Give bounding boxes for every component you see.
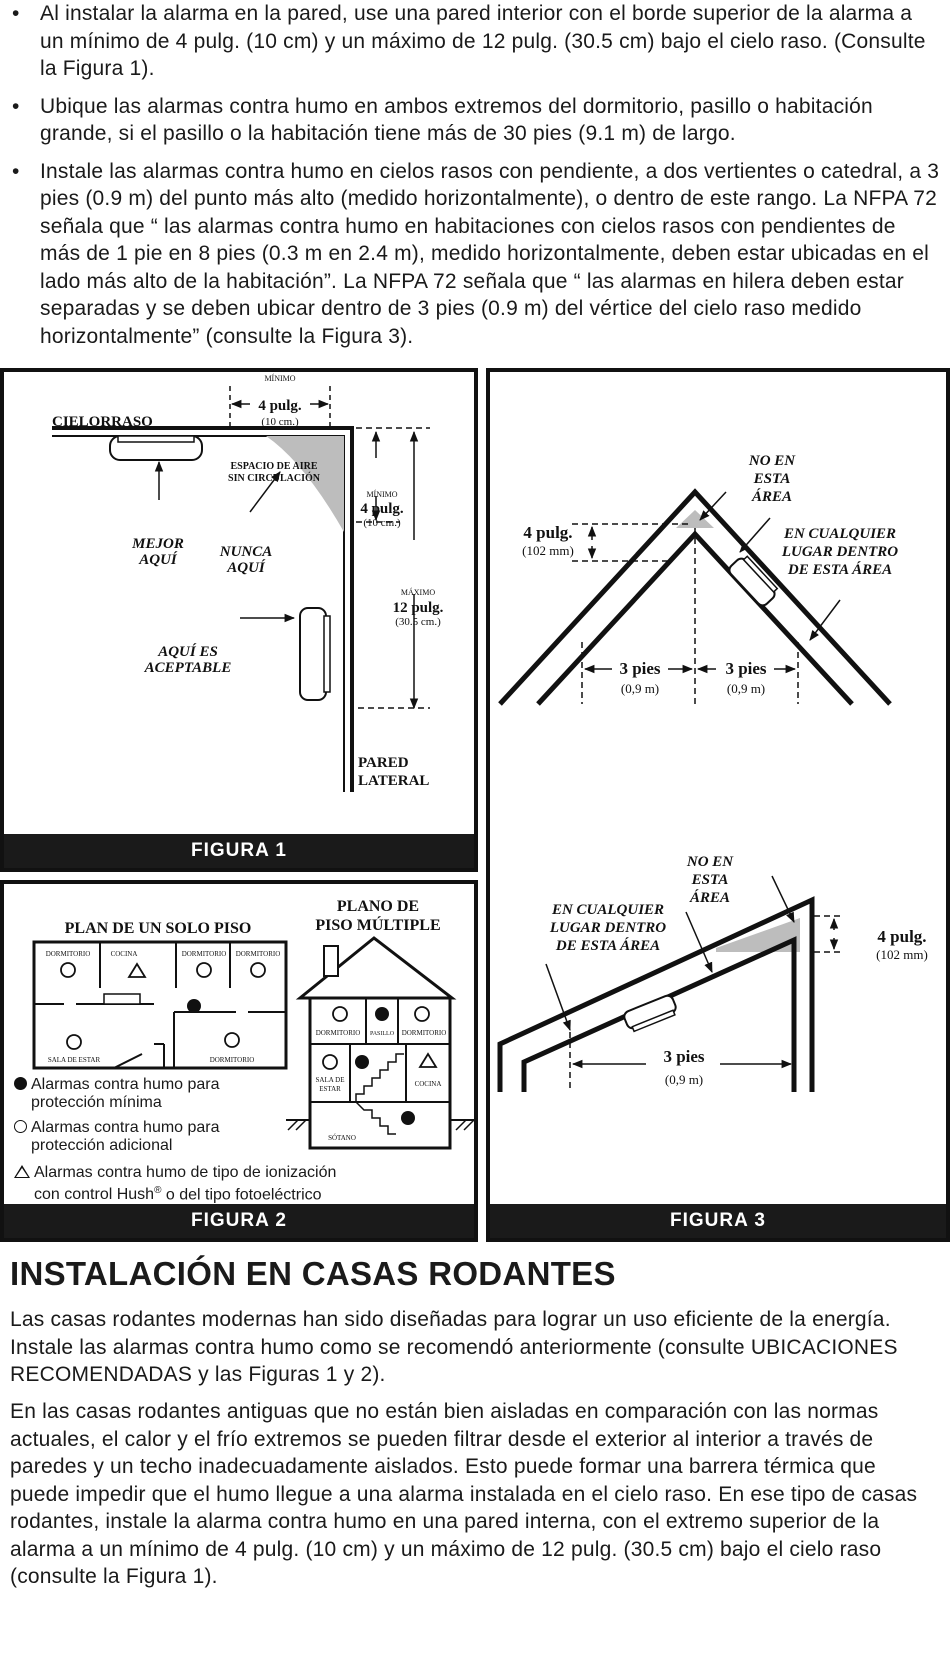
max-side-label: MÁXIMO: [401, 587, 435, 597]
bottom-measure-mm: (102 mm): [876, 947, 928, 962]
max-side-value: 12 pulg.: [393, 600, 444, 616]
paragraph-1: Las casas rodantes modernas han sido dis…: [10, 1308, 898, 1386]
figure-1-caption: FIGURA 1: [4, 834, 474, 868]
legend-text: Alarmas contra humo para: [31, 1119, 220, 1136]
bullet-list: Al instalar la alarma en la pared, use u…: [10, 0, 940, 360]
min-top-cm: (10 cm.): [261, 416, 299, 428]
top-anywhere-2: LUGAR DENTRO: [781, 544, 898, 560]
room-label: DORMITORIO: [182, 950, 227, 958]
room-label: PASILLO: [370, 1031, 395, 1037]
figure-2-caption: FIGURA 2: [4, 1204, 474, 1238]
legend-text: protección mínima: [31, 1094, 162, 1111]
room-label: SÓTANO: [328, 1134, 356, 1142]
bottom-measure: 4 pulg.: [877, 927, 926, 946]
bullet-item: Instale las alarmas contra humo en cielo…: [10, 158, 940, 351]
room-label: COCINA: [415, 1080, 442, 1088]
best-label-2: AQUÍ: [138, 551, 178, 568]
legend-text: protección adicional: [31, 1137, 173, 1154]
max-side-cm: (30.5 cm.): [395, 616, 441, 628]
figure-1: CIELORRASO MÍNIMO 4 pulg. (10 cm.) ESPAC…: [0, 368, 478, 872]
room-label: DORMITORIO: [316, 1029, 361, 1037]
bottom-anywhere-2: LUGAR DENTRO: [549, 920, 666, 936]
multi-floor-title-2: PISO MÚLTIPLE: [315, 915, 440, 934]
top-not-here-1: NO EN: [748, 453, 796, 469]
top-anywhere-3: DE ESTA ÁREA: [787, 561, 892, 578]
bullet-item: Al instalar la alarma en la pared, use u…: [10, 0, 940, 83]
side-wall-label-2: LATERAL: [358, 773, 429, 789]
bottom-not-here-1: NO EN: [686, 854, 734, 870]
figure-3: NO EN ESTA ÁREA 4 pulg. (102 mm) EN CUAL…: [486, 368, 950, 1242]
bottom-not-here-2: ESTA: [691, 872, 729, 888]
section-title: INSTALACIÓN EN CASAS RODANTES: [10, 1255, 616, 1292]
air-space-label-1: ESPACIO DE AIRE: [230, 461, 317, 472]
room-label: DORMITORIO: [402, 1029, 447, 1037]
min-top-label: MÍNIMO: [264, 373, 295, 383]
legend-text: Alarmas contra humo para: [31, 1076, 220, 1093]
room-label: DORMITORIO: [236, 950, 281, 958]
room-label: COCINA: [111, 950, 138, 958]
top-right-feet: 3 pies: [725, 659, 766, 678]
room-label: SALA DE: [316, 1076, 345, 1084]
legend-minimum: Alarmas contra humo para protección míni…: [14, 1076, 220, 1112]
legend-ionization: Alarmas contra humo de tipo de ionizació…: [14, 1164, 336, 1204]
legend-text: o del tipo fotoeléctrico: [161, 1186, 322, 1204]
figure-2-diagram: PLAN DE UN SOLO PISO PLANO DE PISO MÚLTI…: [32, 898, 474, 1150]
never-label-2: AQUÍ: [226, 559, 266, 576]
min-side-cm: (10 cm.): [363, 517, 401, 529]
room-label: ESTAR: [319, 1085, 341, 1093]
room-label: DORMITORIO: [210, 1056, 255, 1064]
figure-3-diagram: NO EN ESTA ÁREA 4 pulg. (102 mm) EN CUAL…: [497, 453, 928, 1092]
single-floor-title: PLAN DE UN SOLO PISO: [65, 920, 252, 937]
top-not-here-2: ESTA: [753, 471, 791, 487]
air-space-label-2: SIN CIRCULACIÓN: [228, 472, 321, 484]
figure-2: PLAN DE UN SOLO PISO PLANO DE PISO MÚLTI…: [0, 880, 478, 1242]
triangle-icon: [14, 1165, 30, 1178]
top-left-feet: 3 pies: [619, 659, 660, 678]
room-label: DORMITORIO: [46, 950, 91, 958]
figure-1-diagram: CIELORRASO MÍNIMO 4 pulg. (10 cm.) ESPAC…: [52, 373, 444, 792]
open-circle-icon: [14, 1120, 27, 1133]
paragraph-2: En las casas rodantes antiguas que no es…: [10, 1400, 918, 1588]
bottom-meters: (0,9 m): [665, 1072, 703, 1087]
min-side-label: MÍNIMO: [366, 489, 397, 499]
min-top-value: 4 pulg.: [258, 398, 302, 414]
acceptable-label-1: AQUÍ ES: [157, 643, 218, 660]
never-label-1: NUNCA: [219, 544, 273, 560]
best-label-1: MEJOR: [131, 536, 184, 552]
top-measure: 4 pulg.: [523, 523, 572, 542]
bottom-anywhere-1: EN CUALQUIER: [551, 902, 664, 918]
legend-text: Alarmas contra humo de tipo de ionizació…: [34, 1164, 337, 1181]
top-not-here-3: ÁREA: [751, 488, 792, 505]
registered-mark: ®: [154, 1185, 162, 1196]
bottom-not-here-3: ÁREA: [689, 889, 730, 906]
bottom-feet: 3 pies: [663, 1047, 704, 1066]
filled-circle-icon: [14, 1077, 27, 1090]
acceptable-label-2: ACEPTABLE: [144, 660, 232, 676]
top-left-meters: (0,9 m): [621, 681, 659, 696]
top-measure-mm: (102 mm): [522, 543, 574, 558]
bottom-anywhere-3: DE ESTA ÁREA: [555, 937, 660, 954]
room-label: SALA DE ESTAR: [48, 1056, 101, 1064]
figure-3-caption: FIGURA 3: [490, 1204, 946, 1238]
top-right-meters: (0,9 m): [727, 681, 765, 696]
min-side-value: 4 pulg.: [360, 501, 404, 517]
bullet-item: Ubique las alarmas contra humo en ambos …: [10, 93, 940, 148]
multi-floor-title-1: PLANO DE: [337, 898, 419, 915]
legend-text: con control Hush: [34, 1186, 155, 1204]
side-wall-label-1: PARED: [358, 755, 409, 771]
top-anywhere-1: EN CUALQUIER: [783, 526, 896, 542]
legend-additional: Alarmas contra humo para protección adic…: [14, 1119, 220, 1155]
ceiling-label: CIELORRASO: [52, 414, 153, 430]
